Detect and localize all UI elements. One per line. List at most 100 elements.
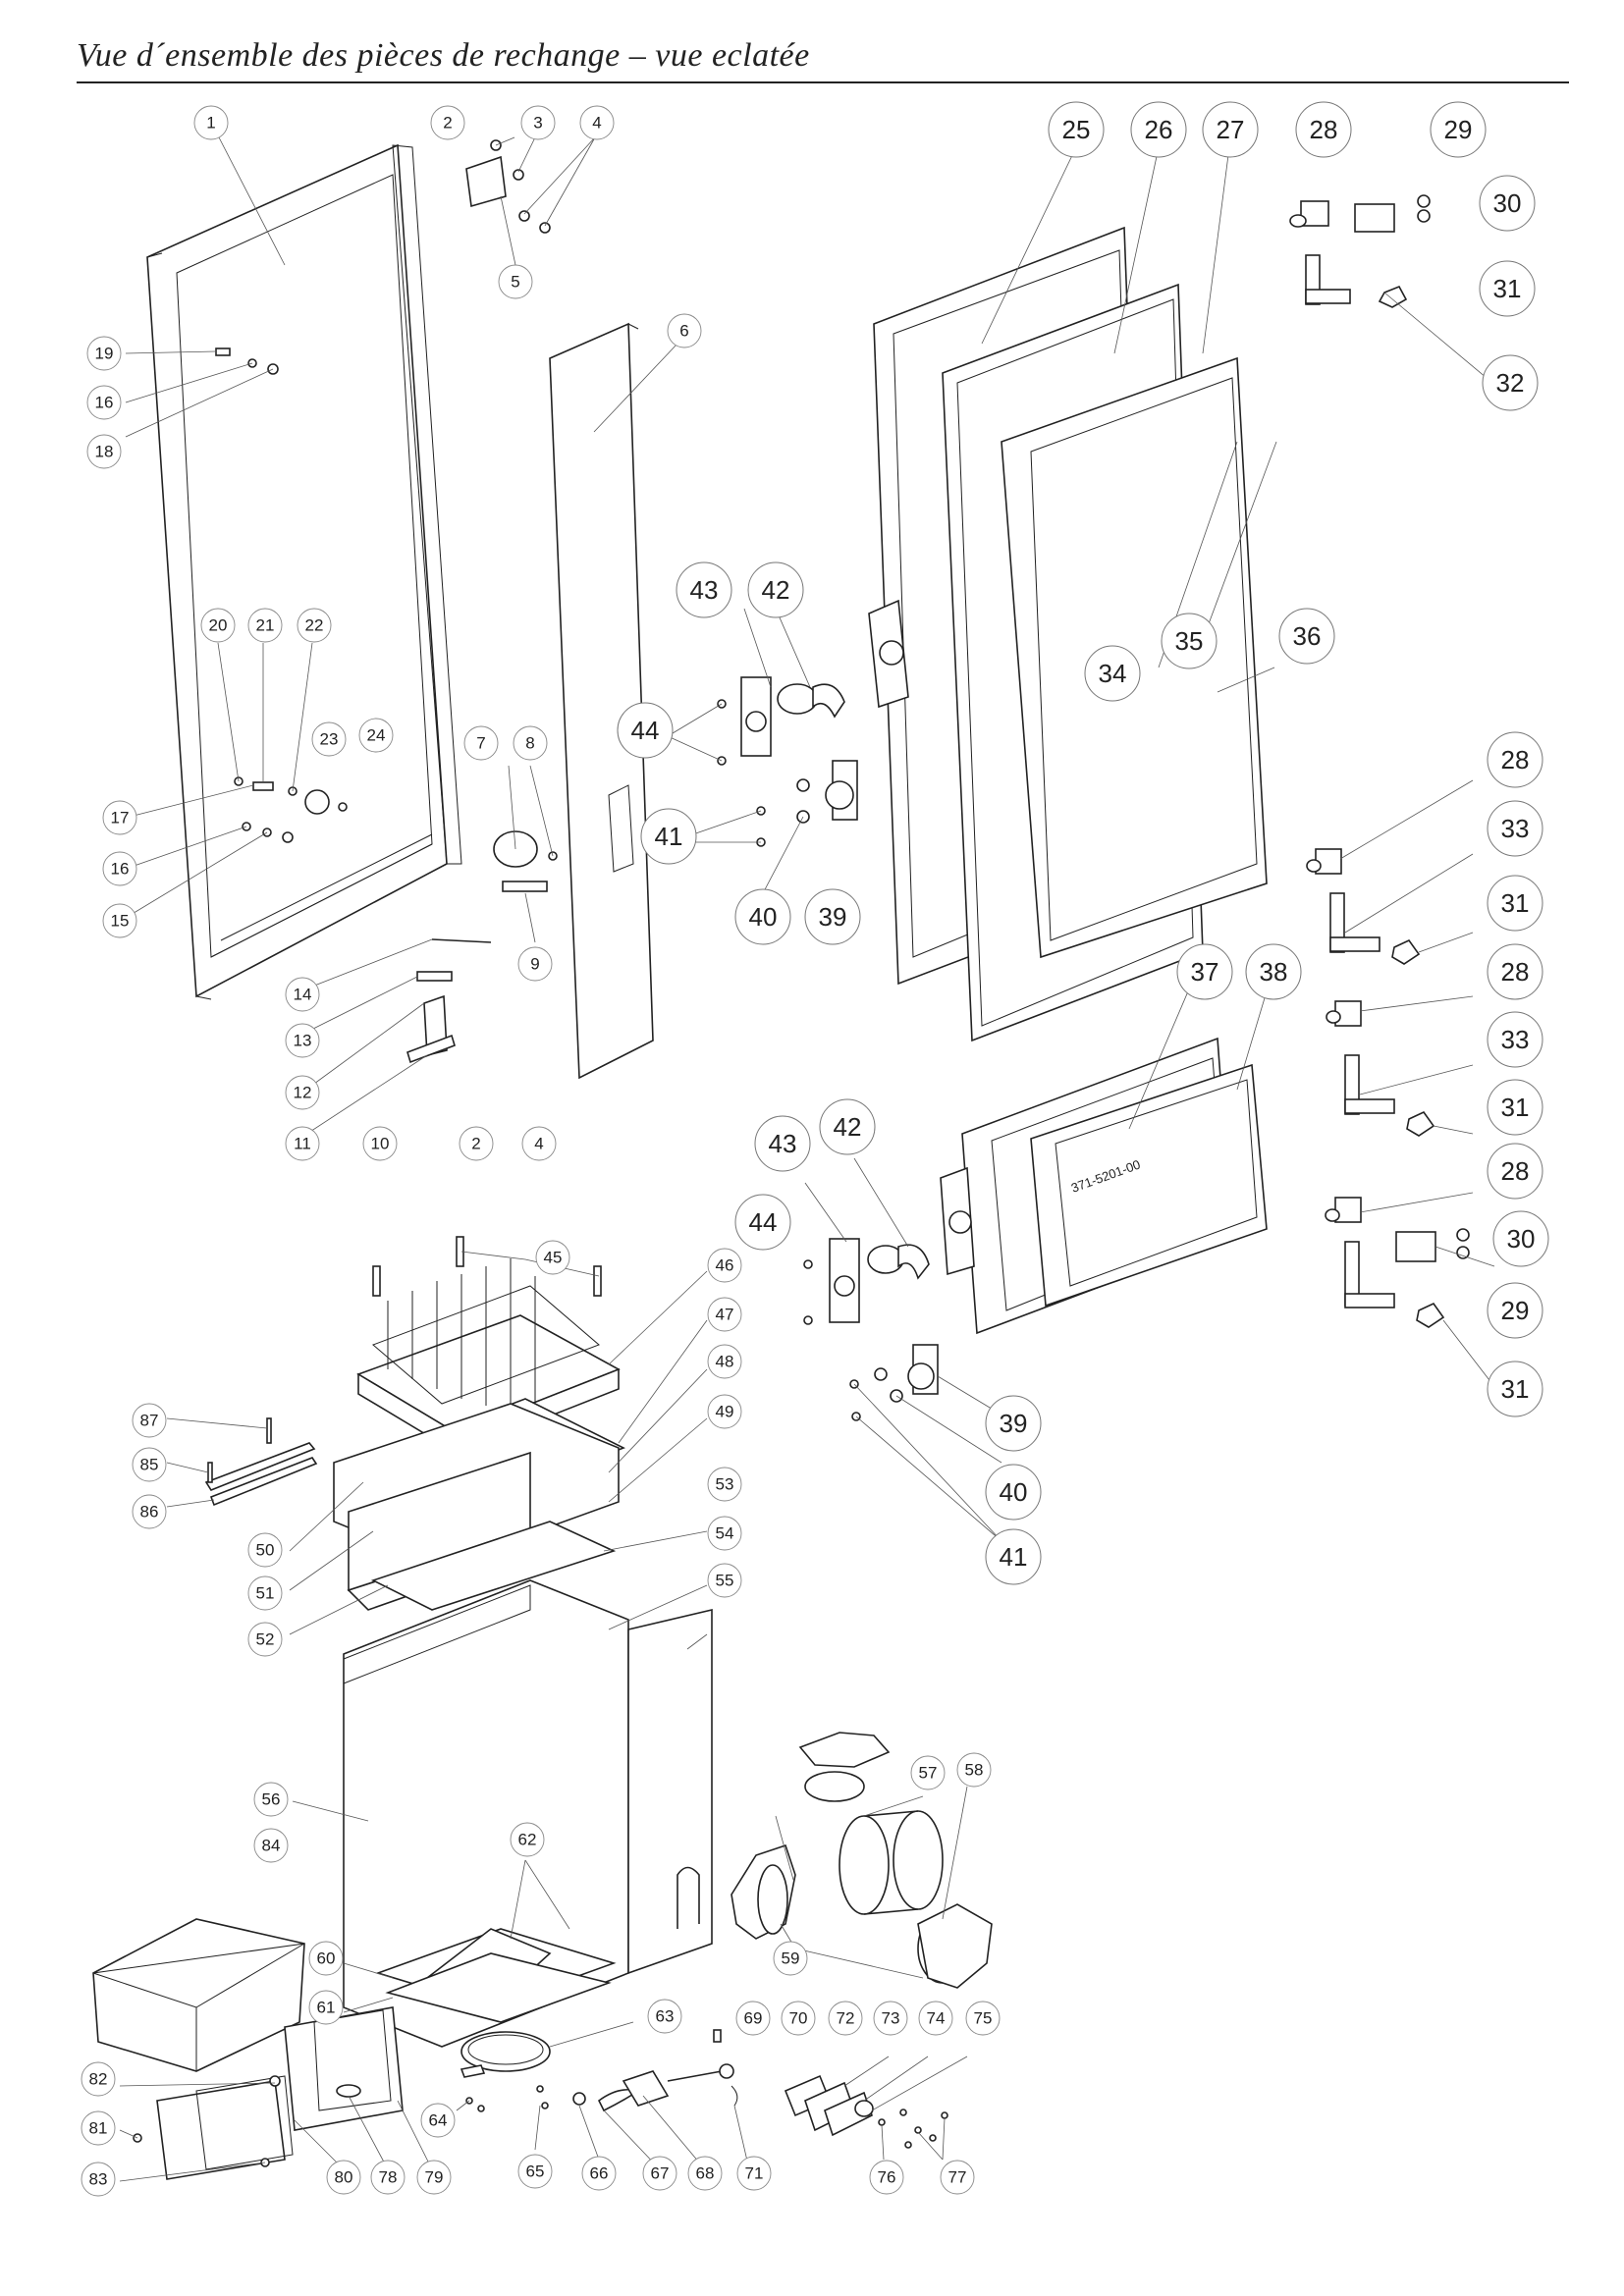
svg-text:43: 43 — [769, 1129, 797, 1158]
svg-text:30: 30 — [1507, 1224, 1536, 1254]
callout-1: 1 — [193, 105, 229, 140]
motor-part — [493, 830, 558, 892]
callout-49: 49 — [707, 1394, 742, 1429]
svg-text:2: 2 — [471, 1135, 480, 1153]
callout-63: 63 — [647, 1999, 682, 2034]
callout-84: 84 — [253, 1828, 289, 1863]
hinge-bracket-top-part — [465, 139, 551, 234]
svg-text:81: 81 — [89, 2119, 108, 2138]
callout-31-c: 31 — [1487, 1079, 1543, 1136]
svg-text:4: 4 — [592, 114, 601, 133]
callout-35: 35 — [1161, 613, 1218, 669]
callout-2-top: 2 — [430, 105, 465, 140]
svg-text:79: 79 — [425, 2168, 444, 2187]
callout-28-b: 28 — [1487, 731, 1543, 788]
callout-74: 74 — [918, 2001, 953, 2036]
svg-text:39: 39 — [819, 902, 847, 932]
callout-30-b: 30 — [1492, 1210, 1549, 1267]
callout-6: 6 — [667, 313, 702, 348]
svg-text:41: 41 — [1000, 1542, 1028, 1572]
latch-set-top — [717, 676, 858, 847]
svg-text:23: 23 — [320, 730, 339, 749]
svg-text:11: 11 — [294, 1135, 311, 1153]
callout-26: 26 — [1130, 101, 1187, 158]
svg-text:28: 28 — [1501, 745, 1530, 774]
callout-81: 81 — [81, 2110, 116, 2146]
callout-40-a: 40 — [734, 888, 791, 945]
callout-65: 65 — [517, 2154, 553, 2189]
callout-85: 85 — [132, 1447, 167, 1482]
callout-23: 23 — [311, 721, 347, 757]
outer-frame-part — [146, 143, 462, 1000]
air-inlet-hardware — [460, 2029, 948, 2149]
callout-4-bottom: 4 — [521, 1126, 557, 1161]
svg-text:50: 50 — [256, 1541, 275, 1560]
callout-77: 77 — [940, 2160, 975, 2195]
small-door-part — [133, 2006, 404, 2180]
svg-text:66: 66 — [590, 2164, 609, 2183]
svg-text:54: 54 — [716, 1524, 734, 1543]
svg-text:64: 64 — [429, 2111, 448, 2130]
hinge-bracket-bottom-part — [406, 938, 492, 1064]
callout-28-d: 28 — [1487, 1143, 1543, 1200]
svg-text:69: 69 — [744, 2009, 763, 2028]
svg-text:71: 71 — [745, 2164, 764, 2183]
callout-9: 9 — [517, 946, 553, 982]
callout-82: 82 — [81, 2061, 116, 2097]
svg-text:57: 57 — [919, 1764, 938, 1783]
svg-text:41: 41 — [655, 822, 683, 851]
hinge-set-top-right — [1289, 194, 1431, 308]
svg-text:18: 18 — [95, 443, 114, 461]
svg-text:44: 44 — [749, 1207, 778, 1237]
side-rail-part — [549, 322, 654, 1080]
callout-11: 11 — [285, 1126, 320, 1161]
svg-text:30: 30 — [1493, 188, 1522, 218]
callout-40-b: 40 — [985, 1464, 1042, 1521]
callout-39-a: 39 — [804, 888, 861, 945]
svg-text:85: 85 — [140, 1456, 159, 1474]
svg-text:78: 78 — [379, 2168, 398, 2187]
svg-text:16: 16 — [111, 860, 130, 879]
callout-3: 3 — [520, 105, 556, 140]
svg-text:62: 62 — [518, 1831, 537, 1849]
callout-62: 62 — [510, 1822, 545, 1857]
svg-text:38: 38 — [1260, 957, 1288, 987]
callout-51: 51 — [247, 1575, 283, 1611]
callout-69: 69 — [735, 2001, 771, 2036]
callout-22: 22 — [297, 608, 332, 643]
svg-text:34: 34 — [1099, 659, 1127, 688]
svg-text:67: 67 — [651, 2164, 670, 2183]
svg-text:68: 68 — [696, 2164, 715, 2183]
svg-text:37: 37 — [1191, 957, 1219, 987]
callout-15: 15 — [102, 903, 137, 938]
callout-bubbles: 1 2 3 4 5 6 19 16 18 20 21 22 23 24 7 8 … — [81, 101, 1549, 2197]
svg-text:28: 28 — [1310, 115, 1338, 144]
svg-text:1: 1 — [206, 114, 215, 133]
svg-text:82: 82 — [89, 2070, 108, 2089]
svg-text:32: 32 — [1496, 368, 1525, 398]
callout-30-a: 30 — [1479, 175, 1536, 232]
callout-52: 52 — [247, 1622, 283, 1657]
callout-33-a: 33 — [1487, 800, 1543, 857]
callout-73: 73 — [873, 2001, 908, 2036]
svg-text:36: 36 — [1293, 621, 1322, 651]
svg-text:87: 87 — [140, 1412, 159, 1430]
callout-53: 53 — [707, 1467, 742, 1502]
callout-41-a: 41 — [640, 808, 697, 865]
callout-54: 54 — [707, 1516, 742, 1551]
svg-text:65: 65 — [526, 2163, 545, 2181]
callout-27: 27 — [1202, 101, 1259, 158]
svg-text:10: 10 — [371, 1135, 390, 1153]
svg-text:5: 5 — [511, 273, 519, 292]
svg-text:61: 61 — [317, 1999, 336, 2017]
callout-41-b: 41 — [985, 1528, 1042, 1585]
svg-text:8: 8 — [525, 734, 534, 753]
callout-56: 56 — [253, 1782, 289, 1817]
callout-68: 68 — [687, 2156, 723, 2191]
svg-text:53: 53 — [716, 1475, 734, 1494]
svg-text:40: 40 — [749, 902, 778, 932]
svg-text:22: 22 — [305, 616, 324, 635]
callout-61: 61 — [308, 1990, 344, 2025]
callout-17: 17 — [102, 800, 137, 835]
